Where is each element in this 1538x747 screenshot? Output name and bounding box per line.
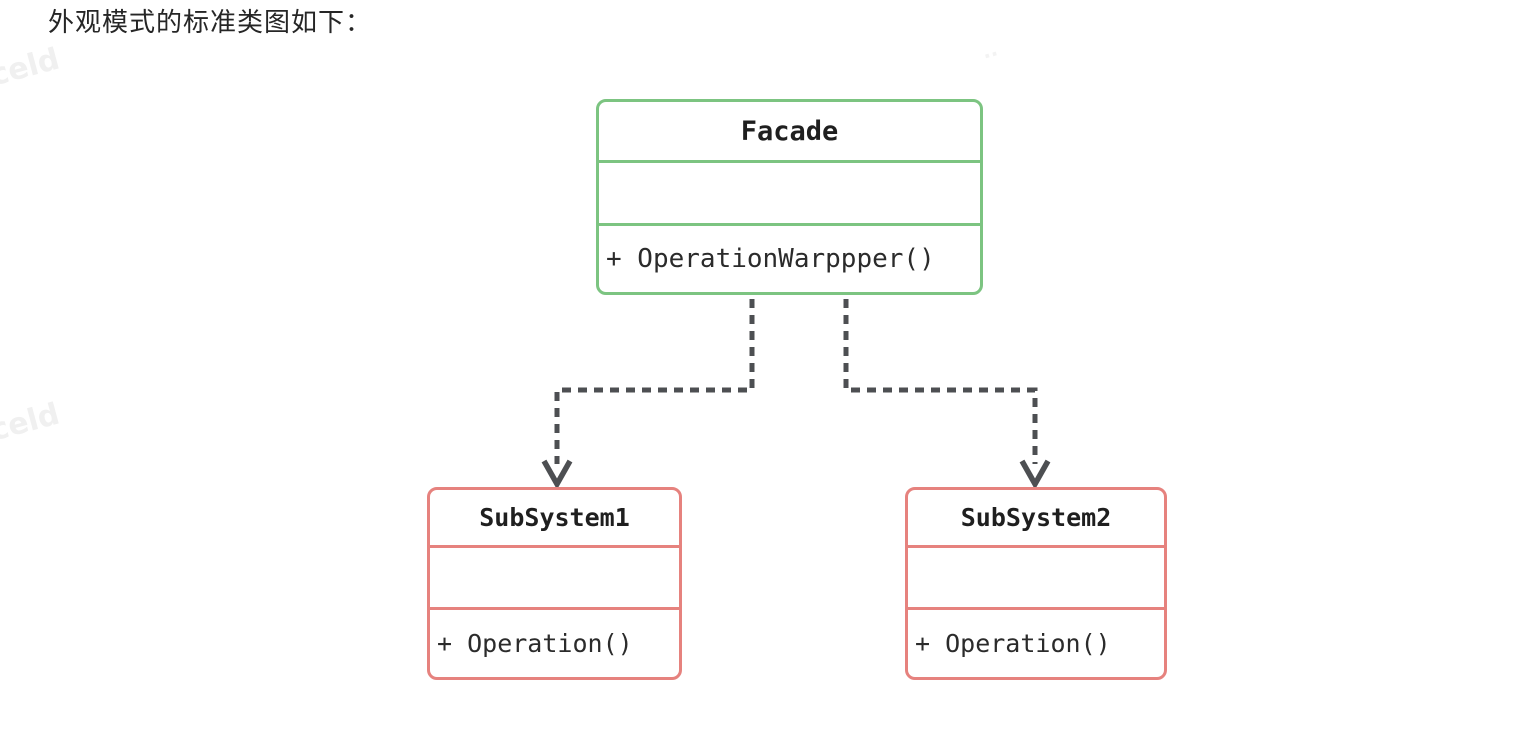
page-heading: 外观模式的标准类图如下：: [48, 8, 373, 38]
class-name-facade: Facade: [599, 102, 980, 163]
arrowhead-subsystem1: [541, 459, 573, 490]
class-box-subsystem1: SubSystem1 + Operation(): [427, 487, 682, 680]
arrowhead-subsystem2: [1019, 459, 1051, 490]
class-name-subsystem1: SubSystem1: [430, 490, 679, 548]
class-attributes-subsystem2: [908, 548, 1164, 610]
class-name-subsystem2: SubSystem2: [908, 490, 1164, 548]
class-methods-facade: + OperationWarppper(): [606, 244, 935, 274]
class-methods-subsystem1: + Operation(): [437, 629, 633, 658]
class-attributes-facade: [599, 163, 980, 226]
class-attributes-subsystem1: [430, 548, 679, 610]
dependency-arrow-facade-to-subsystem1: [554, 299, 755, 464]
class-methods-subsystem2: + Operation(): [915, 629, 1111, 658]
class-box-facade: Facade + OperationWarppper(): [596, 99, 983, 295]
dependency-arrow-facade-to-subsystem2: [843, 299, 1038, 464]
class-box-subsystem2: SubSystem2 + Operation(): [905, 487, 1167, 680]
